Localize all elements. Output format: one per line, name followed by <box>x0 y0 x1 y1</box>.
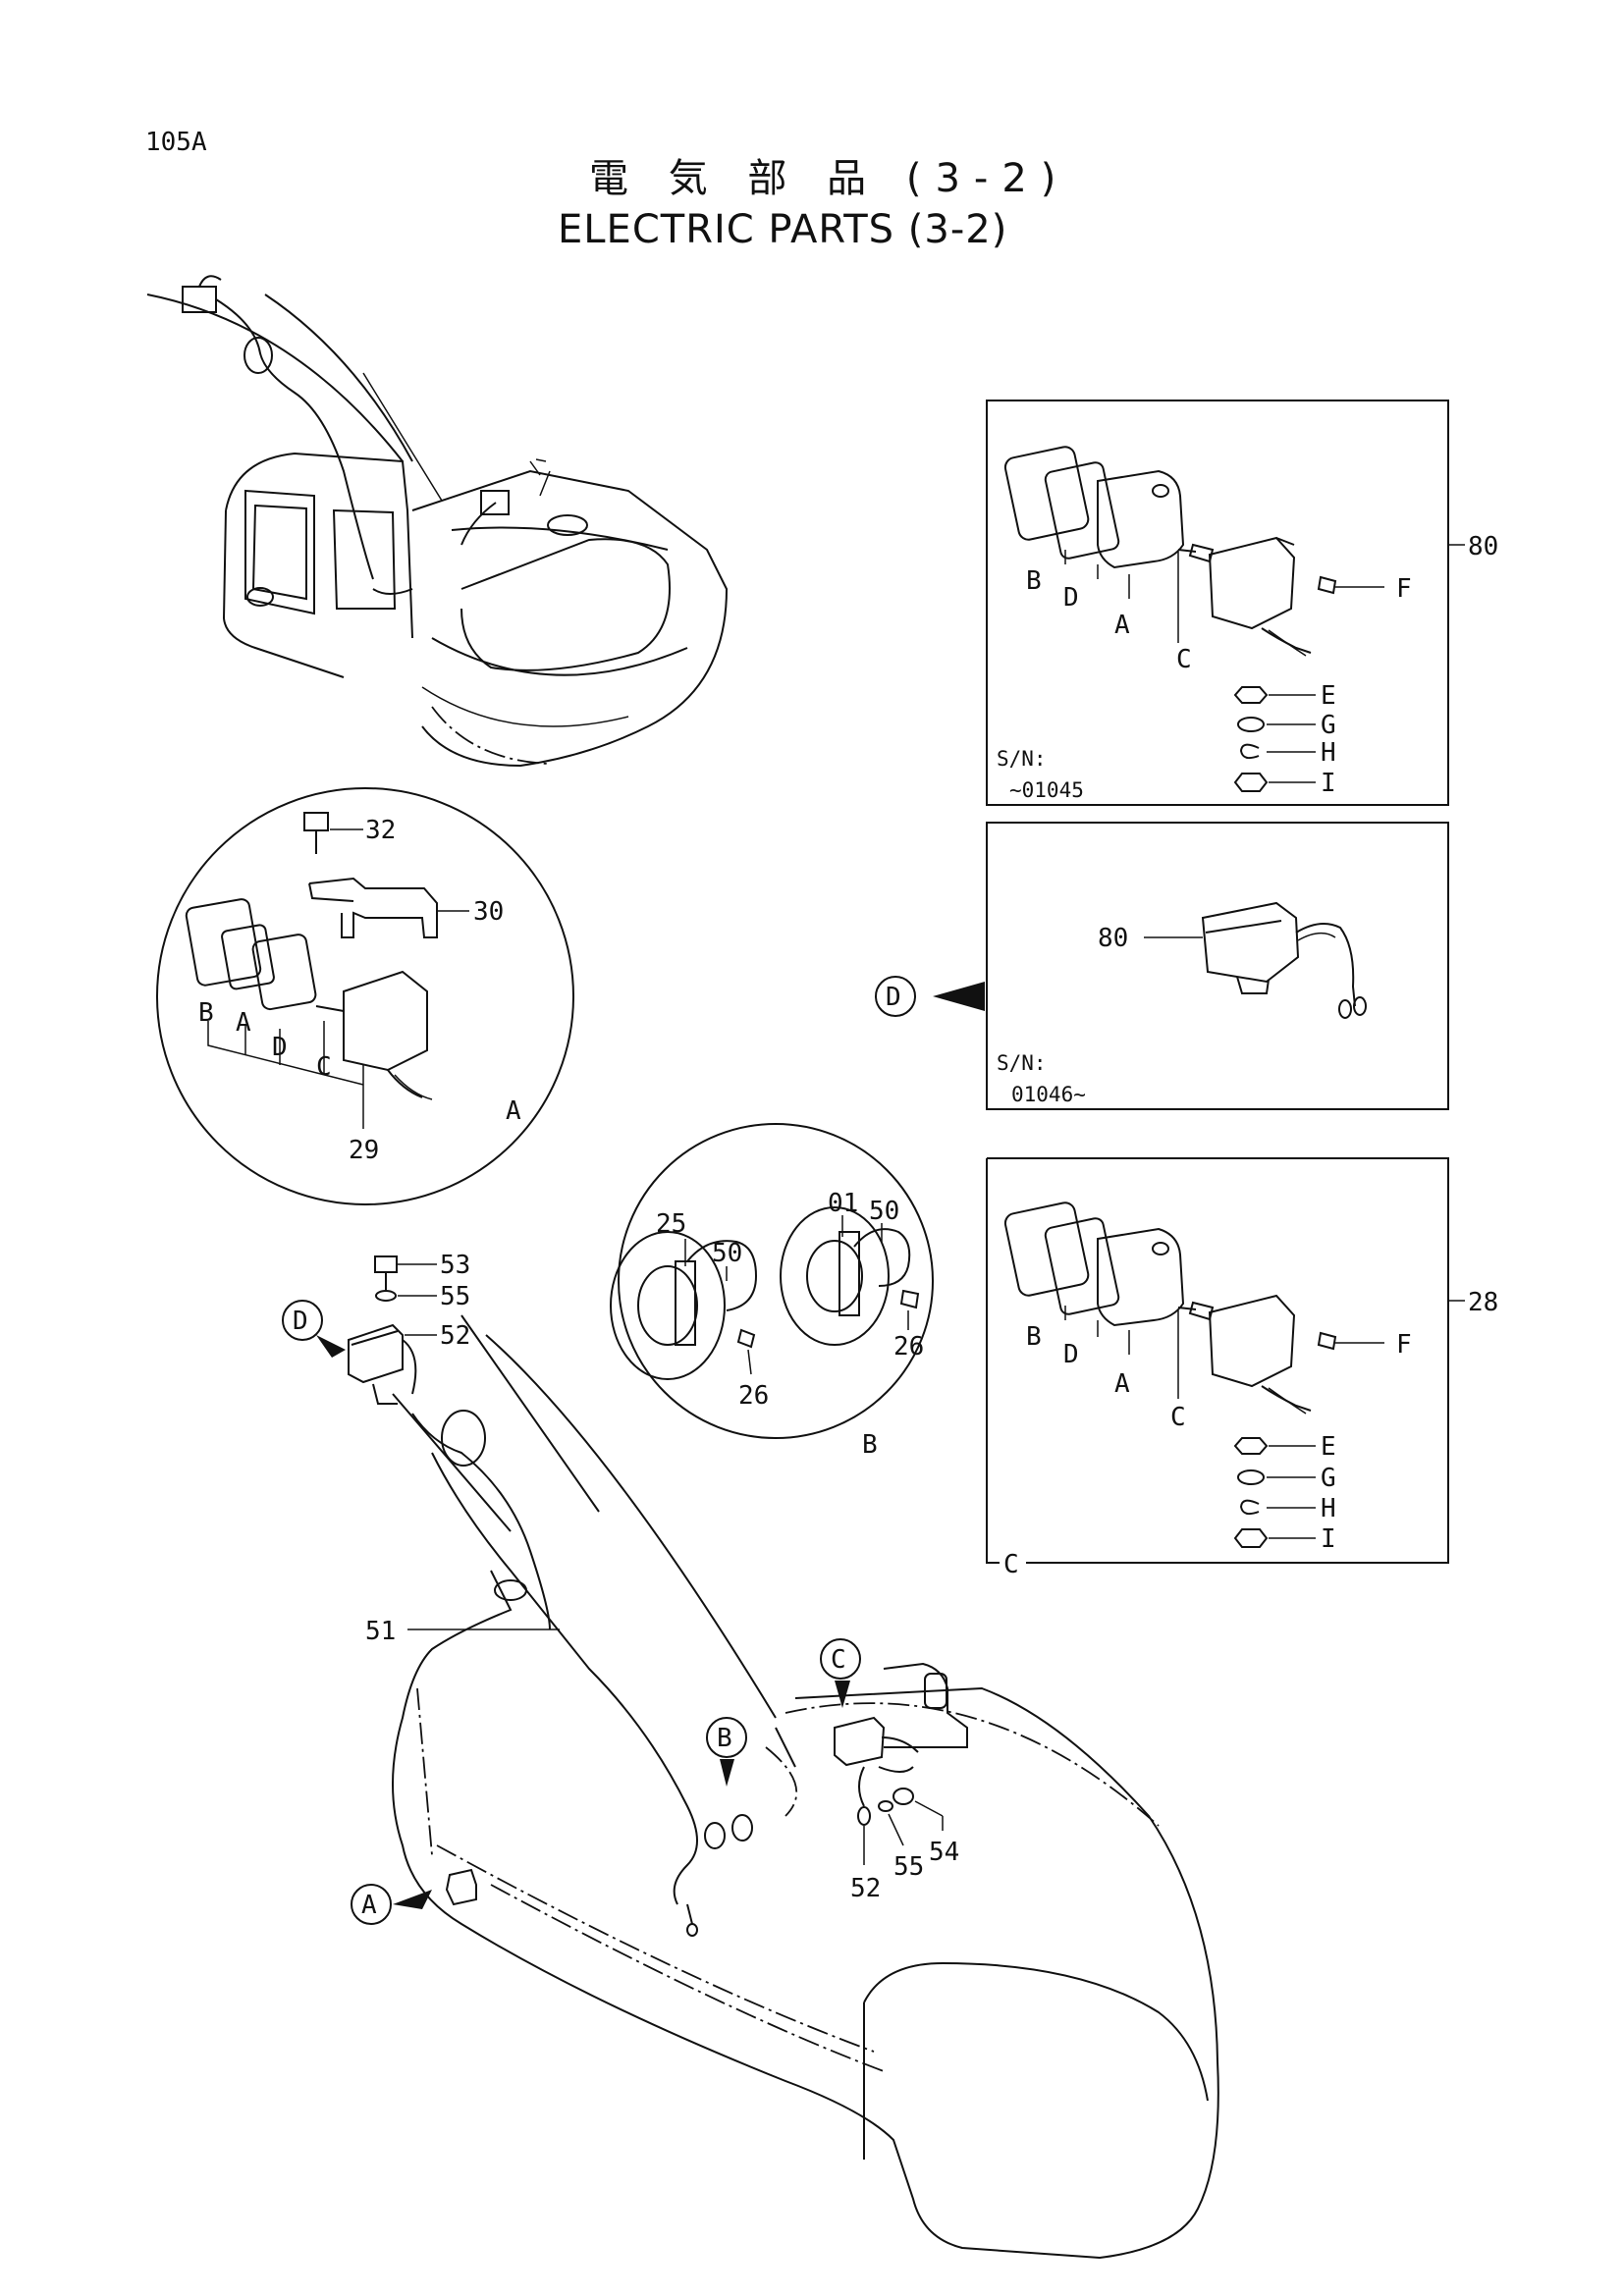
serial-label-middle: S/N: <box>997 1051 1047 1075</box>
sub-label-top-I: I <box>1321 769 1336 798</box>
detail-b: 25 50 26 01 50 26 B <box>610 1123 934 1460</box>
part-label-50-right: 50 <box>869 1197 899 1226</box>
box-bottom-lamp-28: 28 C B D <box>986 1157 1498 1579</box>
part-label-29: 29 <box>349 1136 379 1165</box>
view-marker-c-main: C <box>831 1645 846 1675</box>
view-marker-a-main: A <box>361 1891 377 1920</box>
callout-80-top: 80 <box>1468 532 1498 561</box>
sub-label-bottom-E: E <box>1321 1432 1336 1462</box>
sub-label-top-D: D <box>1063 583 1079 613</box>
sub-label-top-F: F <box>1396 574 1412 604</box>
part-label-25: 25 <box>656 1209 686 1239</box>
sub-label-top-C: C <box>1176 645 1192 674</box>
part-label-26-left: 26 <box>738 1381 769 1411</box>
sub-label-a-D: D <box>272 1033 288 1062</box>
view-label-a: A <box>506 1096 521 1126</box>
sub-label-top-A: A <box>1114 611 1130 640</box>
sub-label-top-E: E <box>1321 681 1336 711</box>
sub-label-bottom-D: D <box>1063 1340 1079 1369</box>
main-machine-view: 51 53 55 52 D C <box>282 1251 1219 2260</box>
part-label-53: 53 <box>440 1251 470 1280</box>
box-top-lamp-80: 80 B D <box>986 400 1498 806</box>
sub-label-bottom-I: I <box>1321 1524 1336 1554</box>
sub-label-a-A: A <box>236 1008 251 1038</box>
part-label-52-top: 52 <box>440 1321 470 1351</box>
part-label-50-left: 50 <box>712 1239 742 1268</box>
sub-label-bottom-H: H <box>1321 1494 1336 1523</box>
title-japanese: 電 気 部 品 (3-2) <box>589 156 1070 201</box>
serial-range-middle: 01046~ <box>1011 1083 1086 1106</box>
callout-28: 28 <box>1468 1288 1498 1317</box>
callout-80-middle: 80 <box>1098 924 1128 953</box>
sub-label-bottom-A: A <box>1114 1369 1130 1399</box>
view-marker-d-main: D <box>293 1307 308 1336</box>
part-label-30: 30 <box>473 897 504 927</box>
sub-label-a-C: C <box>316 1052 332 1082</box>
part-label-26-right: 26 <box>893 1332 924 1362</box>
sub-label-a-B: B <box>198 998 214 1028</box>
sub-label-bottom-C: C <box>1170 1403 1186 1432</box>
serial-range-top: ~01045 <box>1009 778 1084 802</box>
view-marker-d-box: D <box>886 983 901 1012</box>
title-english: ELECTRIC PARTS (3-2) <box>558 207 1008 252</box>
sub-label-bottom-G: G <box>1321 1464 1336 1493</box>
part-label-54: 54 <box>929 1838 959 1867</box>
sub-label-top-G: G <box>1321 711 1336 740</box>
view-label-c: C <box>1003 1550 1019 1579</box>
sub-label-bottom-F: F <box>1396 1330 1412 1360</box>
part-label-55-bottom: 55 <box>893 1852 924 1882</box>
part-label-51: 51 <box>365 1617 396 1646</box>
sub-label-bottom-B: B <box>1026 1322 1042 1352</box>
serial-label-top: S/N: <box>997 747 1047 771</box>
view-marker-b-main: B <box>717 1724 732 1753</box>
part-label-32: 32 <box>365 816 396 845</box>
sub-label-top-B: B <box>1026 566 1042 596</box>
part-label-01: 01 <box>828 1189 858 1218</box>
sub-label-top-H: H <box>1321 738 1336 768</box>
part-label-55-top: 55 <box>440 1282 470 1311</box>
box-middle-lamp-80: D 80 S/N: 01046~ <box>875 822 1449 1110</box>
page-number: 105A <box>145 128 207 157</box>
excavator-overview <box>146 275 729 768</box>
view-label-b: B <box>862 1430 878 1460</box>
detail-a: 32 30 B A D C 29 A <box>156 787 574 1205</box>
part-label-52-bottom: 52 <box>850 1874 881 1903</box>
